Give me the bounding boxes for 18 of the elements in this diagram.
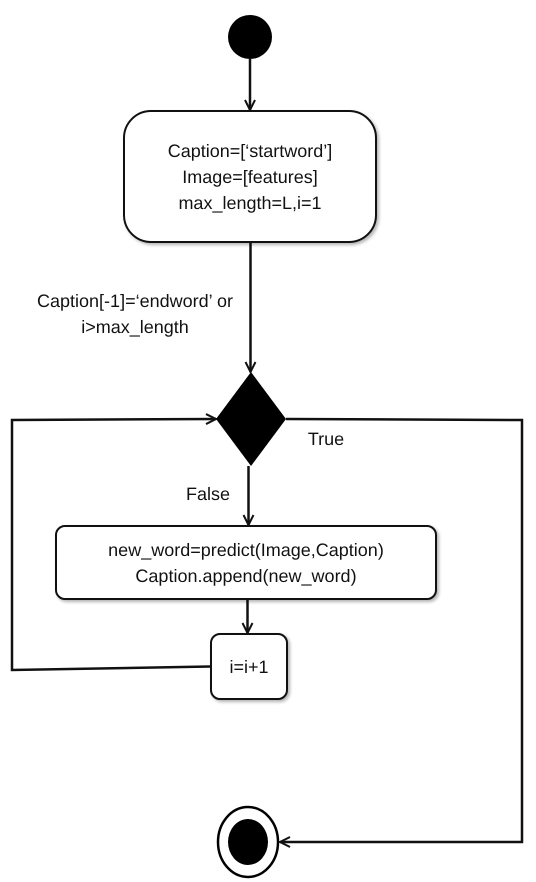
action-box	[123, 110, 377, 243]
statement-text: i=i+1	[229, 656, 269, 678]
action-box	[55, 525, 437, 600]
end-node	[216, 805, 280, 879]
statement-text: Image=[features]	[182, 166, 318, 189]
decision-diamond	[216, 372, 286, 466]
arrow	[10, 413, 217, 672]
arrow	[244, 59, 256, 111]
arrow	[242, 466, 254, 526]
action-box	[210, 633, 288, 700]
statement-text: max_length=L,i=1	[178, 192, 322, 215]
statement-text: new_word=predict(Image,Caption)	[108, 538, 384, 562]
arrow	[242, 600, 254, 634]
arrow	[279, 418, 524, 848]
statement-text: Caption.append(new_word)	[135, 564, 357, 588]
statement-text: Caption=[‘startword’]	[168, 140, 332, 163]
arrow	[244, 243, 256, 373]
start-node	[228, 15, 272, 59]
